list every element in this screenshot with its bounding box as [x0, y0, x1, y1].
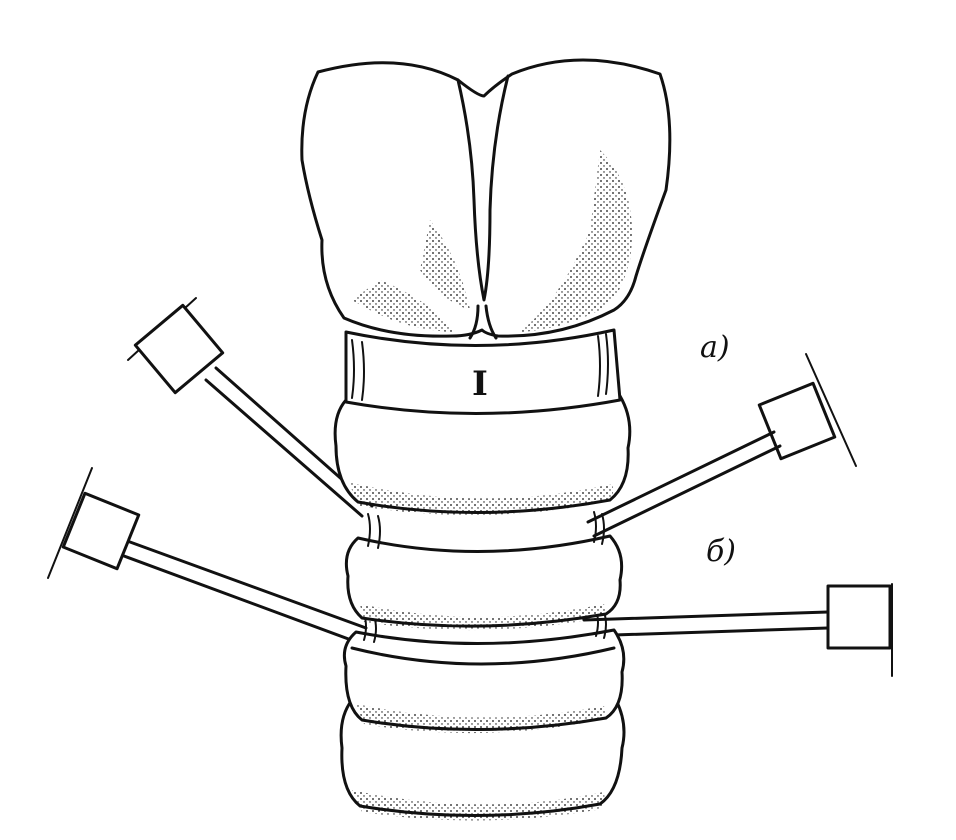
ring-marker: I — [472, 364, 488, 404]
electrode-block — [133, 303, 225, 395]
electrode-block — [757, 381, 837, 461]
label-b: б) — [706, 534, 737, 569]
trachea-rings — [333, 328, 632, 821]
electrode-upper-left — [127, 297, 374, 518]
electrode-lower-right — [582, 583, 893, 677]
electrode-lower-left — [47, 467, 368, 646]
electrode-plate — [805, 353, 857, 467]
electrode-plate — [47, 467, 93, 579]
label-a: а) — [700, 330, 730, 365]
electrode-upper-right — [586, 353, 857, 538]
electrode-block — [826, 584, 892, 650]
electrode-block — [61, 491, 141, 571]
thyroid-cartilage — [300, 58, 672, 340]
